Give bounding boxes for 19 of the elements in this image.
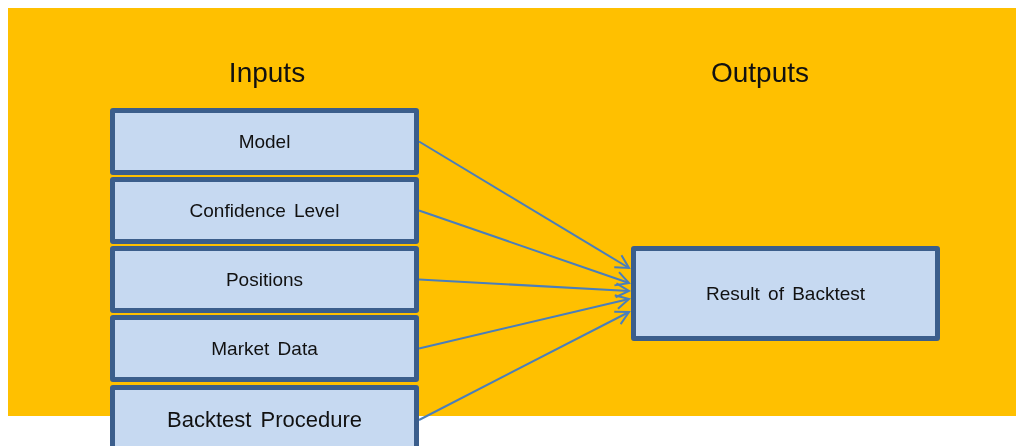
arrow xyxy=(418,310,630,421)
box-label: Positions xyxy=(225,268,304,291)
box-label: Market Data xyxy=(211,337,318,360)
process-box xyxy=(110,315,419,382)
arrow xyxy=(418,294,630,350)
column-heading: Inputs xyxy=(227,57,307,89)
box-label: Confidence Level xyxy=(189,199,340,222)
box-label: Model xyxy=(238,130,291,153)
arrow xyxy=(418,209,630,287)
process-box xyxy=(631,246,940,341)
column-heading: Outputs xyxy=(709,57,811,89)
process-box xyxy=(110,385,419,446)
arrow xyxy=(418,140,630,269)
arrow xyxy=(418,278,630,299)
box-label: Result of Backtest xyxy=(705,282,866,305)
process-box xyxy=(110,108,419,175)
process-box xyxy=(110,177,419,244)
box-label: Backtest Procedure xyxy=(167,407,362,433)
process-box xyxy=(110,246,419,313)
